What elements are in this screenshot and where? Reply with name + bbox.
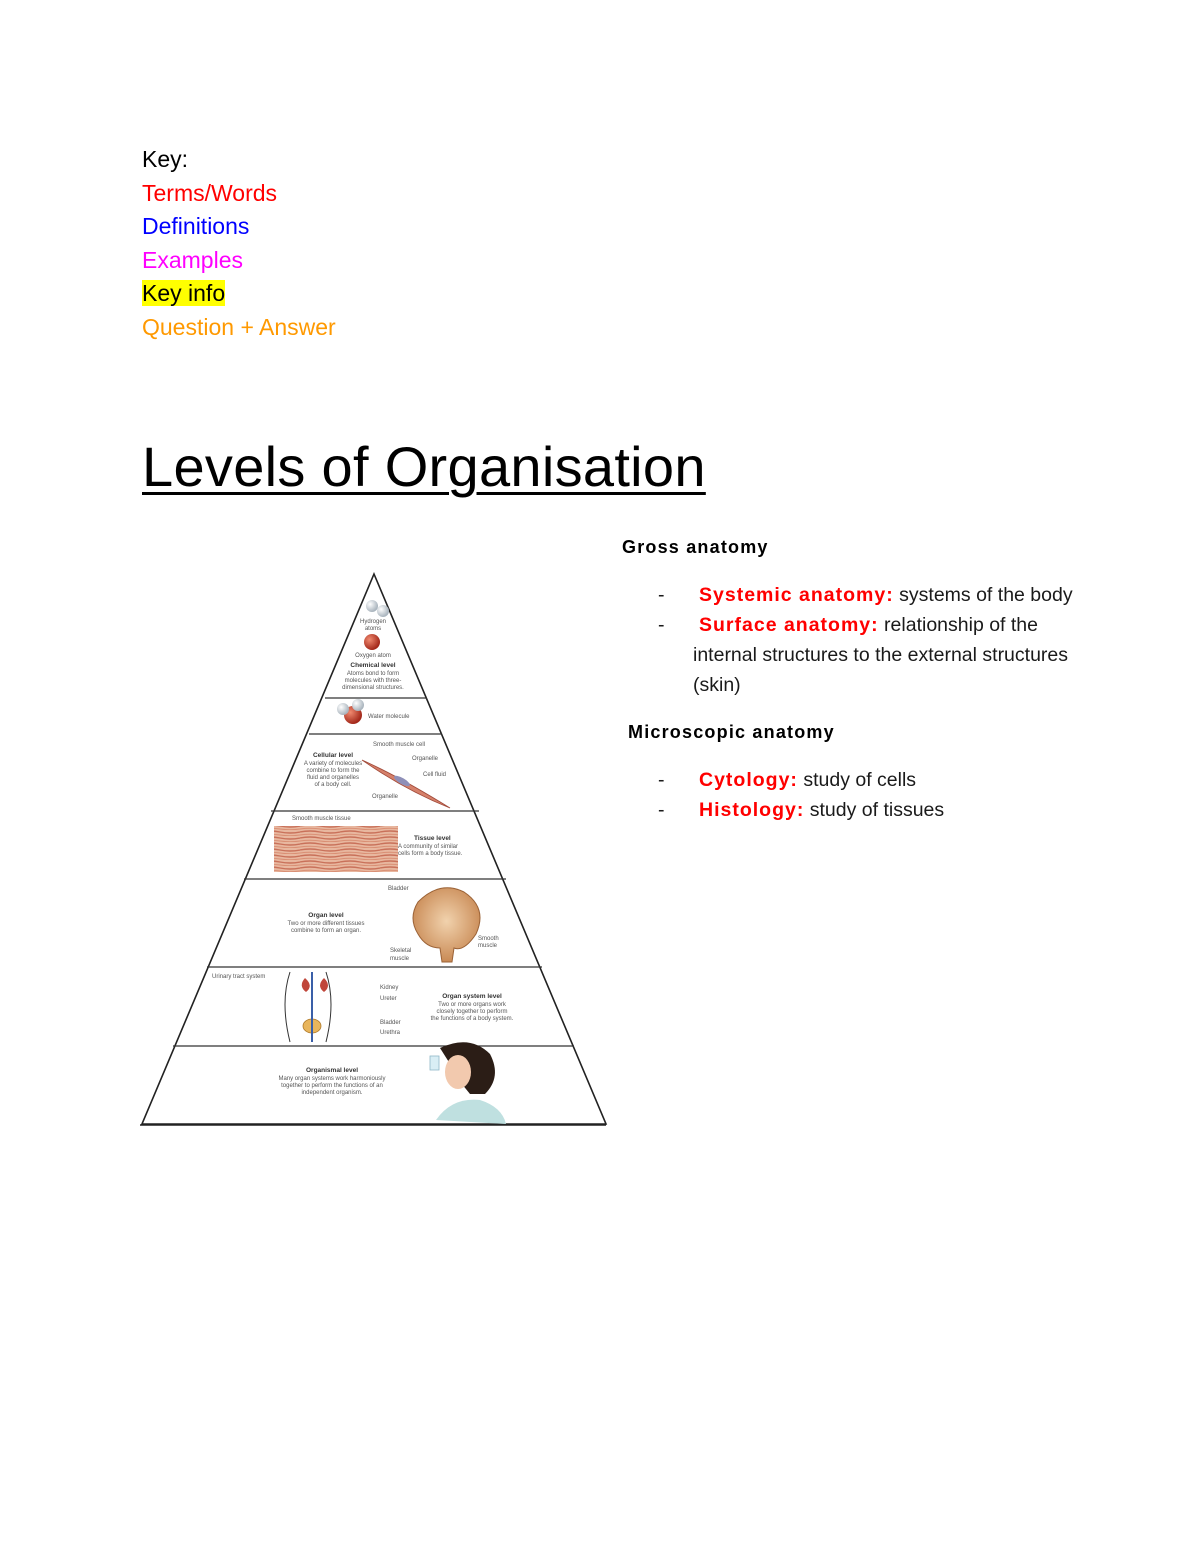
svg-text:Two or more different tissues: Two or more different tissues bbox=[288, 921, 365, 927]
svg-text:combine to form an organ.: combine to form an organ. bbox=[291, 928, 361, 934]
svg-text:muscle: muscle bbox=[390, 956, 410, 962]
key-definitions: Definitions bbox=[142, 213, 250, 239]
key-examples: Examples bbox=[142, 246, 243, 273]
dash-marker: - bbox=[658, 614, 665, 636]
definition: study of tissues bbox=[804, 799, 945, 821]
list-item: - Histology: study of tissues bbox=[622, 795, 1082, 825]
label-system-title: Organ system level bbox=[442, 993, 502, 1000]
svg-text:molecules with three-: molecules with three- bbox=[345, 678, 402, 684]
svg-text:independent organism.: independent organism. bbox=[301, 1090, 362, 1096]
term: Systemic anatomy: bbox=[699, 584, 894, 606]
dash-marker: - bbox=[658, 584, 665, 606]
svg-text:dimensional structures.: dimensional structures. bbox=[342, 685, 404, 691]
dash-marker: - bbox=[658, 769, 665, 791]
term: Histology: bbox=[699, 799, 805, 821]
muscle-tissue-image bbox=[274, 826, 398, 872]
svg-text:Skeletal: Skeletal bbox=[390, 948, 411, 954]
label-oxygen: Oxygen atom bbox=[355, 653, 391, 659]
term: Surface anatomy: bbox=[699, 614, 879, 636]
list-item: - Surface anatomy: relationship of the i… bbox=[622, 610, 1082, 700]
label-organelle: Organelle bbox=[412, 756, 439, 762]
page-title: Levels of Organisation bbox=[142, 435, 706, 498]
label-chemical-title: Chemical level bbox=[350, 662, 395, 669]
svg-text:together to perform the functi: together to perform the functions of an bbox=[281, 1083, 383, 1089]
svg-text:Smooth: Smooth bbox=[478, 936, 499, 942]
key-terms: Terms/Words bbox=[142, 179, 278, 206]
svg-text:of a body cell.: of a body cell. bbox=[314, 782, 351, 788]
microscopic-anatomy-heading: Microscopic anatomy bbox=[628, 722, 835, 742]
svg-text:the functions of a body system: the functions of a body system. bbox=[431, 1016, 514, 1022]
label-organ-title: Organ level bbox=[308, 912, 344, 919]
label-cellular-title: Cellular level bbox=[313, 752, 353, 759]
label-bladder-2: Bladder bbox=[380, 1020, 401, 1026]
woman-drinking-image bbox=[429, 1042, 506, 1124]
label-smooth-cell: Smooth muscle cell bbox=[373, 742, 425, 748]
label-cell-fluid: Cell fluid bbox=[423, 772, 446, 778]
bladder-image bbox=[412, 887, 481, 963]
svg-text:atoms: atoms bbox=[365, 626, 381, 632]
svg-text:fluid and organelles: fluid and organelles bbox=[307, 775, 359, 781]
list-item: - Systemic anatomy: systems of the body bbox=[622, 580, 1082, 610]
definition: study of cells bbox=[797, 769, 917, 791]
label-ureter: Ureter bbox=[380, 996, 397, 1002]
svg-text:combine to form the: combine to form the bbox=[306, 768, 360, 774]
gross-anatomy-heading: Gross anatomy bbox=[622, 537, 769, 557]
svg-text:A variety of molecules: A variety of molecules bbox=[304, 761, 362, 767]
label-urinary: Urinary tract system bbox=[212, 974, 265, 980]
label-organelle-2: Organelle bbox=[372, 794, 399, 800]
svg-text:closely together to perform: closely together to perform bbox=[436, 1009, 507, 1015]
label-smooth-tissue: Smooth muscle tissue bbox=[292, 816, 351, 822]
label-tissue-title: Tissue level bbox=[414, 835, 451, 842]
key-info: Key info bbox=[142, 277, 336, 311]
notes-column: Gross anatomy - Systemic anatomy: system… bbox=[622, 537, 1082, 825]
label-bladder: Bladder bbox=[388, 886, 409, 892]
microscopic-anatomy-list: - Cytology: study of cells - Histology: … bbox=[622, 765, 1082, 825]
gross-anatomy-list: - Systemic anatomy: systems of the body … bbox=[622, 580, 1082, 700]
label-kidney: Kidney bbox=[380, 985, 398, 991]
label-organismal-title: Organismal level bbox=[306, 1067, 358, 1074]
key-question-answer: Question + Answer bbox=[142, 313, 336, 340]
svg-text:Hydrogen: Hydrogen bbox=[360, 619, 386, 625]
term: Cytology: bbox=[699, 769, 798, 791]
list-item: - Cytology: study of cells bbox=[622, 765, 1082, 795]
dash-marker: - bbox=[658, 799, 665, 821]
svg-text:cells form a body tissue.: cells form a body tissue. bbox=[398, 851, 463, 857]
svg-text:Two or more organs work: Two or more organs work bbox=[438, 1002, 507, 1008]
key-title: Key: bbox=[142, 146, 189, 172]
label-urethra: Urethra bbox=[380, 1030, 401, 1036]
svg-text:Many organ systems work harmon: Many organ systems work harmoniously bbox=[278, 1076, 385, 1082]
definition: relationship of the internal structures … bbox=[693, 614, 1069, 696]
key-legend: Key: Terms/Words Definitions Examples Ke… bbox=[142, 143, 336, 344]
label-water: Water molecule bbox=[368, 714, 410, 720]
definition: systems of the body bbox=[893, 584, 1073, 606]
svg-text:Atoms bond to form: Atoms bond to form bbox=[347, 671, 399, 677]
svg-text:muscle: muscle bbox=[478, 943, 498, 949]
key-info-label: Key info bbox=[142, 280, 226, 306]
levels-pyramid-figure: Hydrogen atoms Oxygen atom Chemical leve… bbox=[140, 572, 608, 1126]
svg-text:A community of similar: A community of similar bbox=[398, 844, 458, 850]
